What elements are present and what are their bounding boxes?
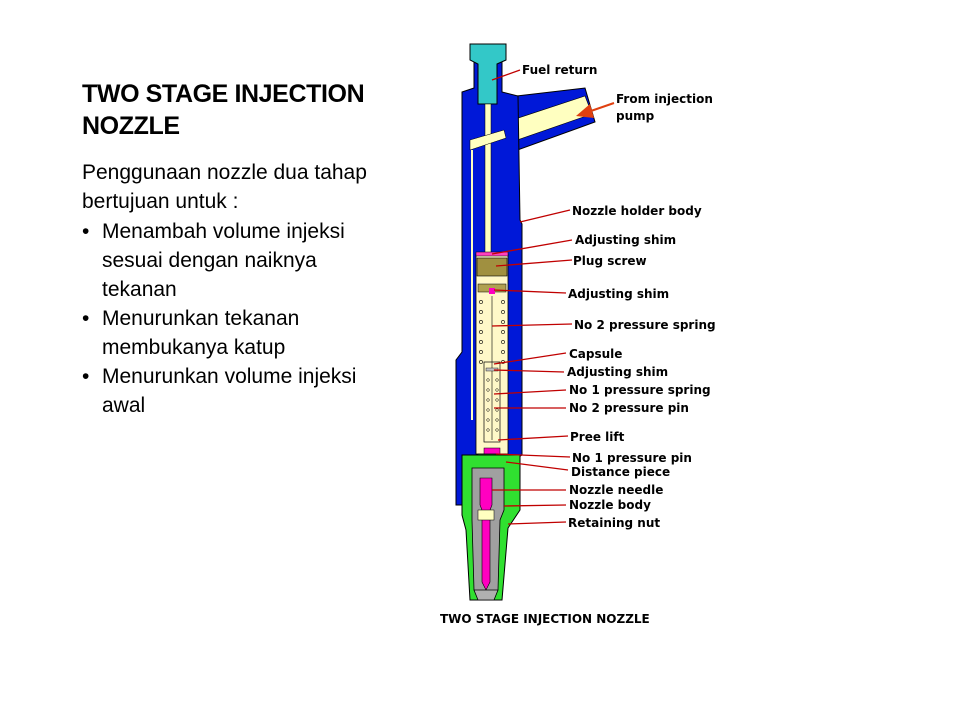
label-no2-pressure-pin: No 2 pressure pin <box>569 401 689 415</box>
cross-passage <box>469 129 507 151</box>
label-no1-pressure-spring: No 1 pressure spring <box>569 383 711 397</box>
capsule-part <box>483 361 501 443</box>
bullet-list: • Menambah volume injeksi sesuai dengan n… <box>82 217 382 420</box>
label-capsule: Capsule <box>569 347 622 361</box>
fuel-passage <box>484 103 492 255</box>
intro-text: Penggunaan nozzle dua tahap bertujuan un… <box>82 161 367 213</box>
bullet-dot: • <box>82 365 90 388</box>
bullet-item: • Menurunkan volume injeksi awal <box>82 362 382 420</box>
nozzle-tip <box>473 589 499 601</box>
label-pree-lift: Pree lift <box>570 430 625 444</box>
plug-screw-part <box>476 257 508 277</box>
label-adjusting-shim-2: Adjusting shim <box>568 287 669 301</box>
bullet-dot: • <box>82 220 90 243</box>
label-nozzle-needle: Nozzle needle <box>569 483 663 497</box>
bullet-item: • Menurunkan tekanan membukanya katup <box>82 304 382 362</box>
no1-pressure-pin-part <box>483 447 501 455</box>
label-adjusting-shim-3: Adjusting shim <box>567 365 668 379</box>
label-retaining-nut: Retaining nut <box>568 516 660 530</box>
label-pump: pump <box>616 109 655 123</box>
no1-pressure-spring-coils <box>486 378 499 432</box>
label-from-injection: From injection <box>616 92 713 106</box>
label-no1-pressure-pin: No 1 pressure pin <box>572 451 692 465</box>
label-fuel-return: Fuel return <box>522 63 597 77</box>
nozzle-needle-part <box>479 477 493 591</box>
label-plug-screw: Plug screw <box>573 254 647 268</box>
label-nozzle-body: Nozzle body <box>569 498 651 512</box>
bullet-item: • Menambah volume injeksi sesuai dengan n… <box>82 217 382 304</box>
leader-lines <box>491 69 573 525</box>
label-no2-pressure-spring: No 2 pressure spring <box>574 318 716 332</box>
bullet-text: Menambah volume injeksi sesuai dengan na… <box>102 220 345 301</box>
bullet-text: Menurunkan volume injeksi awal <box>102 365 357 417</box>
from-pump-arrow-icon <box>576 102 615 118</box>
bullet-text: Menurunkan tekanan membukanya katup <box>102 307 300 359</box>
diagram-caption: TWO STAGE INJECTION NOZZLE <box>440 612 650 626</box>
fuel-return-cap <box>469 43 507 105</box>
slide-title: TWO STAGE INJECTION NOZZLE <box>82 80 365 140</box>
label-adjusting-shim-1: Adjusting shim <box>575 233 676 247</box>
bullet-dot: • <box>82 307 90 330</box>
label-nozzle-holder-body: Nozzle holder body <box>572 204 702 218</box>
label-distance-piece: Distance piece <box>571 465 670 479</box>
